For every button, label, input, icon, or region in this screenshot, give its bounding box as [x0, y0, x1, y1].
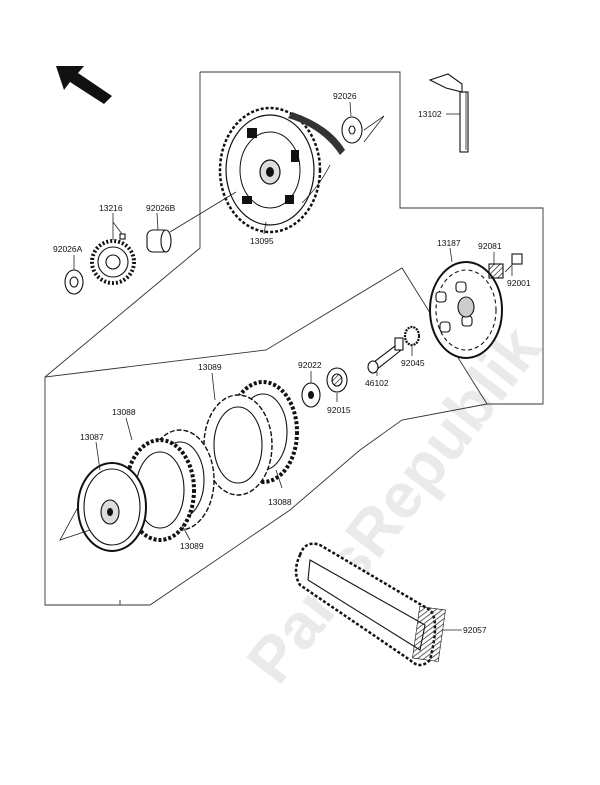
label-13088-left: 13088: [112, 407, 136, 417]
label-92015: 92015: [327, 405, 351, 415]
bolt-92001: [504, 253, 523, 273]
label-46102: 46102: [365, 378, 389, 388]
label-92022: 92022: [298, 360, 322, 370]
pressure-plate-13187: [429, 261, 503, 359]
label-13087: 13087: [80, 432, 104, 442]
left-frame-line: [44, 72, 201, 378]
label-13089-lower: 13089: [180, 541, 204, 551]
spring-set-92057: [294, 542, 446, 667]
label-92001: 92001: [507, 278, 531, 288]
clutch-housing-13095: [218, 106, 345, 234]
washer-92022: [301, 382, 321, 408]
washer-92026: [341, 115, 385, 144]
label-92057: 92057: [463, 625, 487, 635]
label-13089-upper: 13089: [198, 362, 222, 372]
push-rod-46102: [367, 337, 404, 374]
label-13095: 13095: [250, 236, 274, 246]
lower-assembly-outline: [45, 403, 488, 606]
friction-plates-upper: [203, 380, 299, 496]
label-92026A: 92026A: [53, 244, 83, 254]
label-13216: 13216: [99, 203, 123, 213]
label-92045: 92045: [401, 358, 425, 368]
bearing-92045: [403, 325, 421, 347]
label-13102: 13102: [418, 109, 442, 119]
washer-92026A: [64, 269, 84, 295]
lever-13102: [428, 73, 469, 153]
clutch-hub-13087: [59, 462, 147, 552]
leader-lines: [73, 101, 513, 631]
gear-13216: [90, 233, 136, 285]
label-13187: 13187: [437, 238, 461, 248]
label-13088-right: 13088: [268, 497, 292, 507]
direction-arrow-icon: [56, 66, 112, 104]
label-92026: 92026: [333, 91, 357, 101]
bushing-92026B: [146, 191, 237, 253]
label-92026B: 92026B: [146, 203, 176, 213]
nut-92015: [326, 367, 348, 393]
label-92081: 92081: [478, 241, 502, 251]
spring-92081: [488, 263, 504, 279]
